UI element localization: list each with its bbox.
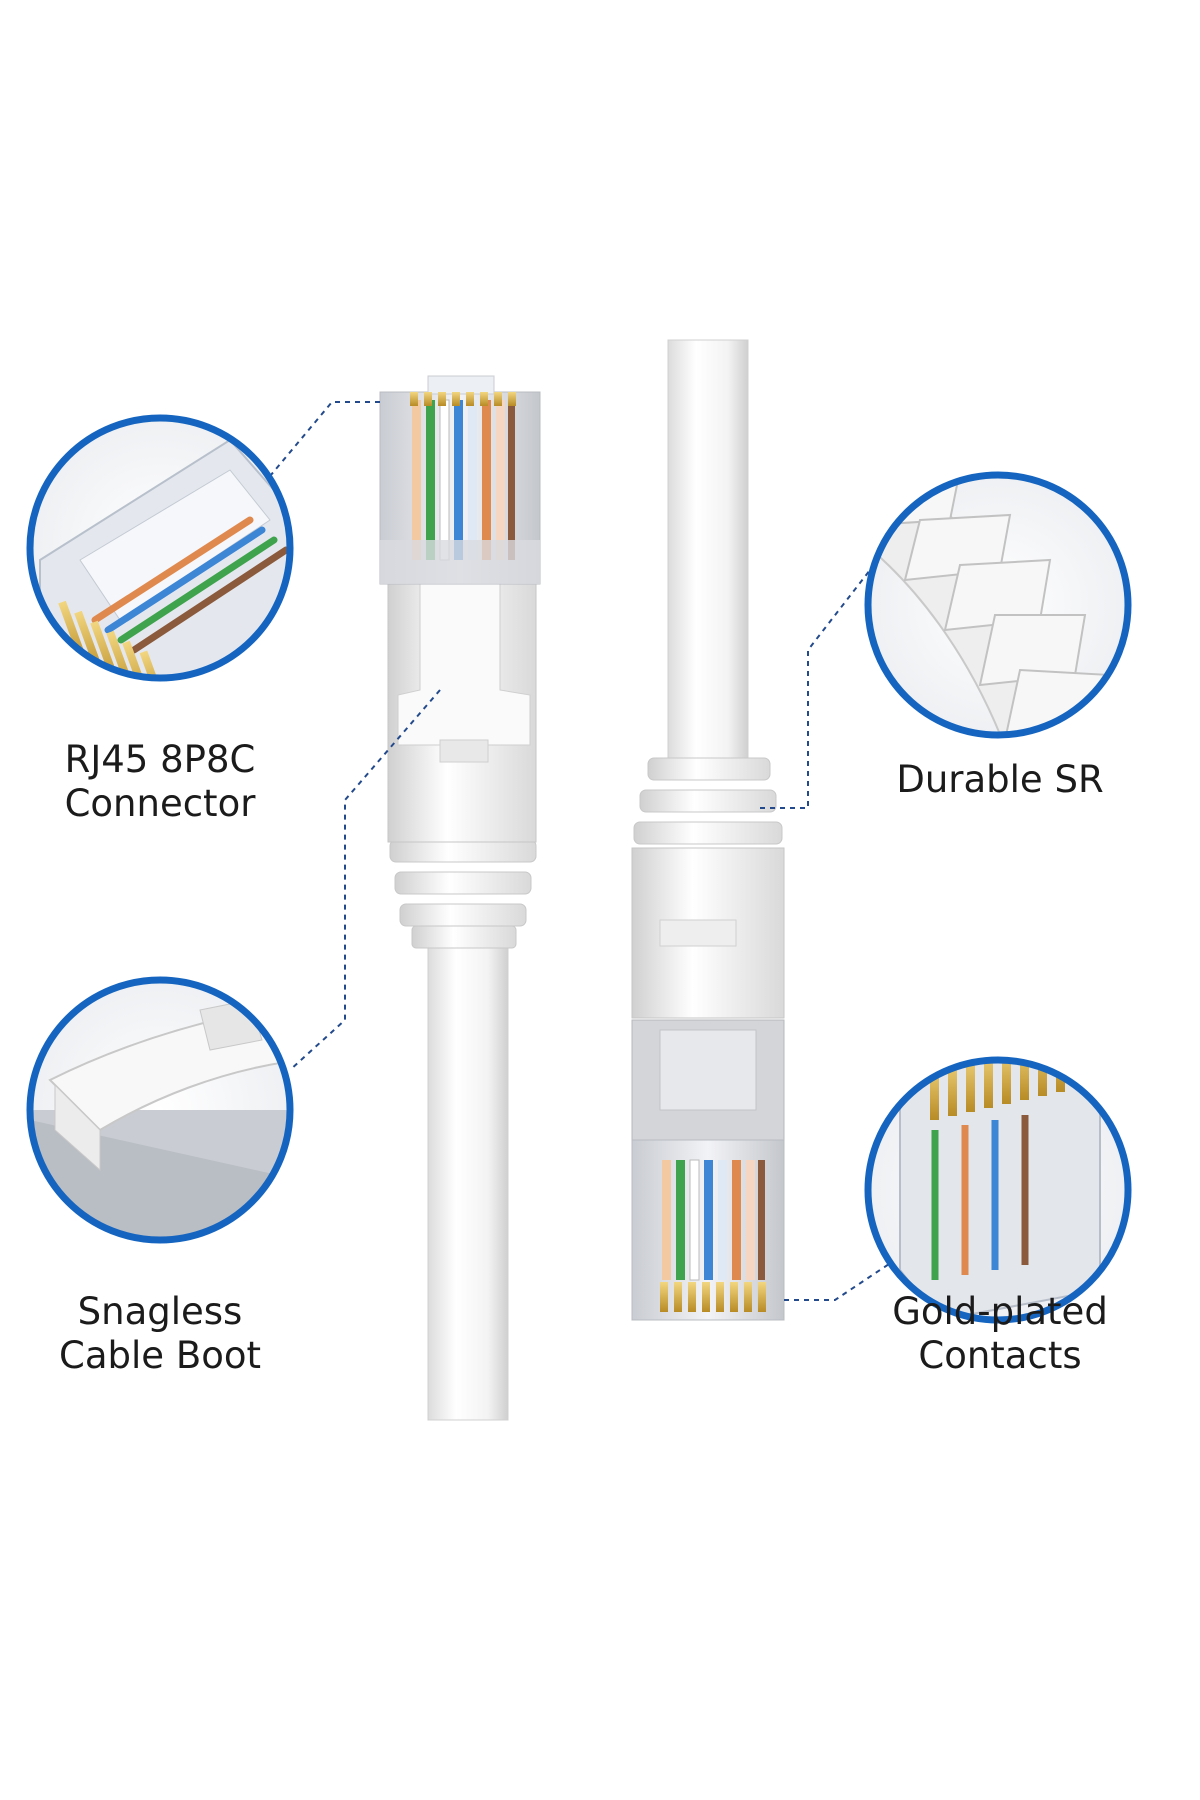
right-cable-jacket [667,339,749,761]
left-plug-wires [412,399,515,561]
label-durable-sr-line1: Durable SR [896,758,1104,801]
leader-line-contacts [784,1259,896,1301]
label-rj45-connector: RJ45 8P8C Connector [40,738,280,826]
label-durable-sr: Durable SR [880,758,1120,802]
right-plug-wires [662,1159,765,1281]
label-rj45-line1: RJ45 8P8C [64,738,256,781]
label-snagless-line2: Cable Boot [59,1334,261,1377]
leader-lines [249,401,896,1301]
right-boot-ribs [633,757,783,845]
left-cable-assembly [379,375,541,1421]
rj45-connector-closeup-icon [26,414,294,682]
leader-line-snagless [289,689,441,1071]
left-cable-jacket [427,939,509,1421]
left-boot-ribs [389,839,537,949]
label-snagless-line1: Snagless [77,1290,243,1333]
leader-line-strain-relief [760,569,871,809]
left-snagless-cover [397,579,531,746]
snagless-boot-closeup-icon [26,976,294,1244]
left-gold-contacts [410,392,516,406]
leader-line-connector [249,401,380,501]
label-gold-contacts-line1: Gold-plated [892,1290,1108,1333]
label-gold-contacts: Gold-plated Contacts [880,1290,1120,1378]
label-gold-contacts-line2: Contacts [918,1334,1082,1377]
label-rj45-line2: Connector [64,782,256,825]
right-cable-assembly [631,339,785,1321]
label-snagless-boot: Snagless Cable Boot [40,1290,280,1378]
gold-contacts-closeup-icon [864,1056,1132,1324]
right-gold-contacts [660,1282,766,1312]
strain-relief-boot-closeup-icon [864,471,1132,739]
